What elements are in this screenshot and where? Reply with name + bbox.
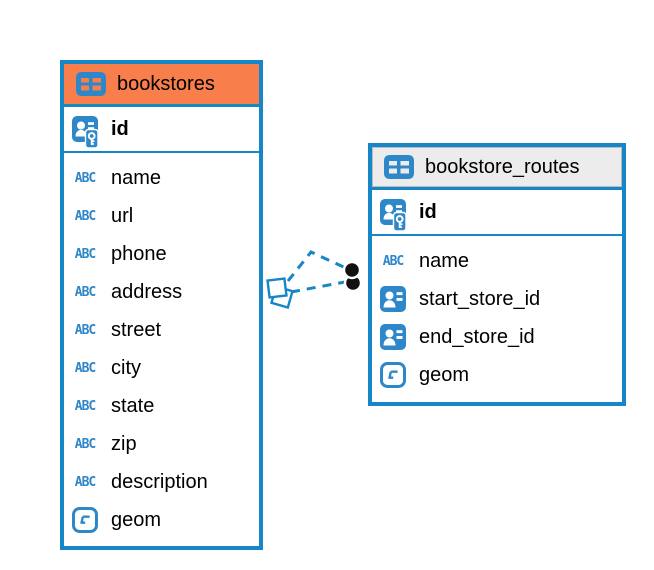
table-icon [74,72,108,96]
table-header-bookstores[interactable]: bookstores [64,64,259,107]
column-name: end_store_id [419,325,535,348]
column-name: start_store_id [419,287,541,310]
text-type-icon: ABC [74,436,97,452]
text-type-icon: ABC [74,322,97,338]
text-type-icon: ABC [74,284,97,300]
text-type-icon: ABC [74,170,97,186]
text-type-icon: ABC [74,474,97,490]
column-name: description [111,470,208,493]
column-row-id[interactable]: id [64,107,259,153]
column-row-start-store-id[interactable]: start_store_id [372,280,622,318]
text-type-icon: ABC [74,398,97,414]
geometry-type-icon [68,507,102,533]
column-name: zip [111,432,137,455]
column-row-state[interactable]: ABC state [64,387,259,425]
column-row-url[interactable]: ABC url [64,197,259,235]
column-row-end-store-id[interactable]: end_store_id [372,318,622,356]
relationship-line[interactable] [290,280,346,294]
relationship-line[interactable] [286,250,349,282]
column-name: name [419,249,470,272]
reference-column-icon [376,286,410,312]
table-icon [382,155,416,179]
column-name: phone [111,242,167,265]
column-row-phone[interactable]: ABC phone [64,235,259,273]
table-header-bookstore-routes[interactable]: bookstore_routes [372,147,622,190]
text-type-icon: ABC [74,360,97,376]
table-title: bookstores [117,72,215,95]
column-row-id[interactable]: id [372,190,622,236]
column-name: state [111,394,155,417]
primary-key-icon [68,111,102,148]
column-row-city[interactable]: ABC city [64,349,259,387]
column-row-description[interactable]: ABC description [64,463,259,501]
column-name: street [111,318,162,341]
column-row-geom[interactable]: geom [64,501,259,539]
column-name: geom [111,508,162,531]
column-name: geom [419,363,470,386]
column-name: url [111,204,134,227]
table-title: bookstore_routes [425,155,580,178]
text-type-icon: ABC [74,208,97,224]
column-row-street[interactable]: ABC street [64,311,259,349]
geometry-type-icon [376,362,410,388]
text-type-icon: ABC [382,253,405,269]
entity-table-bookstore-routes[interactable]: bookstore_routes id ABC name start_store… [368,143,626,406]
reference-column-icon [376,324,410,350]
column-name: id [419,200,437,223]
column-row-zip[interactable]: ABC zip [64,425,259,463]
column-list: ABC name ABC url ABC phone ABC address A… [64,153,259,547]
column-row-address[interactable]: ABC address [64,273,259,311]
column-list: ABC name start_store_id end_store_id geo… [372,236,622,402]
text-type-icon: ABC [74,246,97,262]
column-row-name[interactable]: ABC name [372,242,622,280]
primary-key-icon [376,194,410,231]
column-row-geom[interactable]: geom [372,356,622,394]
column-name: name [111,166,162,189]
column-name: city [111,356,141,379]
entity-table-bookstores[interactable]: bookstores id ABC name ABC url ABC phone… [60,60,263,550]
column-name: address [111,280,183,303]
column-name: id [111,117,129,140]
relationship-diamond-marker[interactable] [266,277,288,299]
column-row-name[interactable]: ABC name [64,159,259,197]
relationship-dot-marker[interactable] [342,260,362,280]
